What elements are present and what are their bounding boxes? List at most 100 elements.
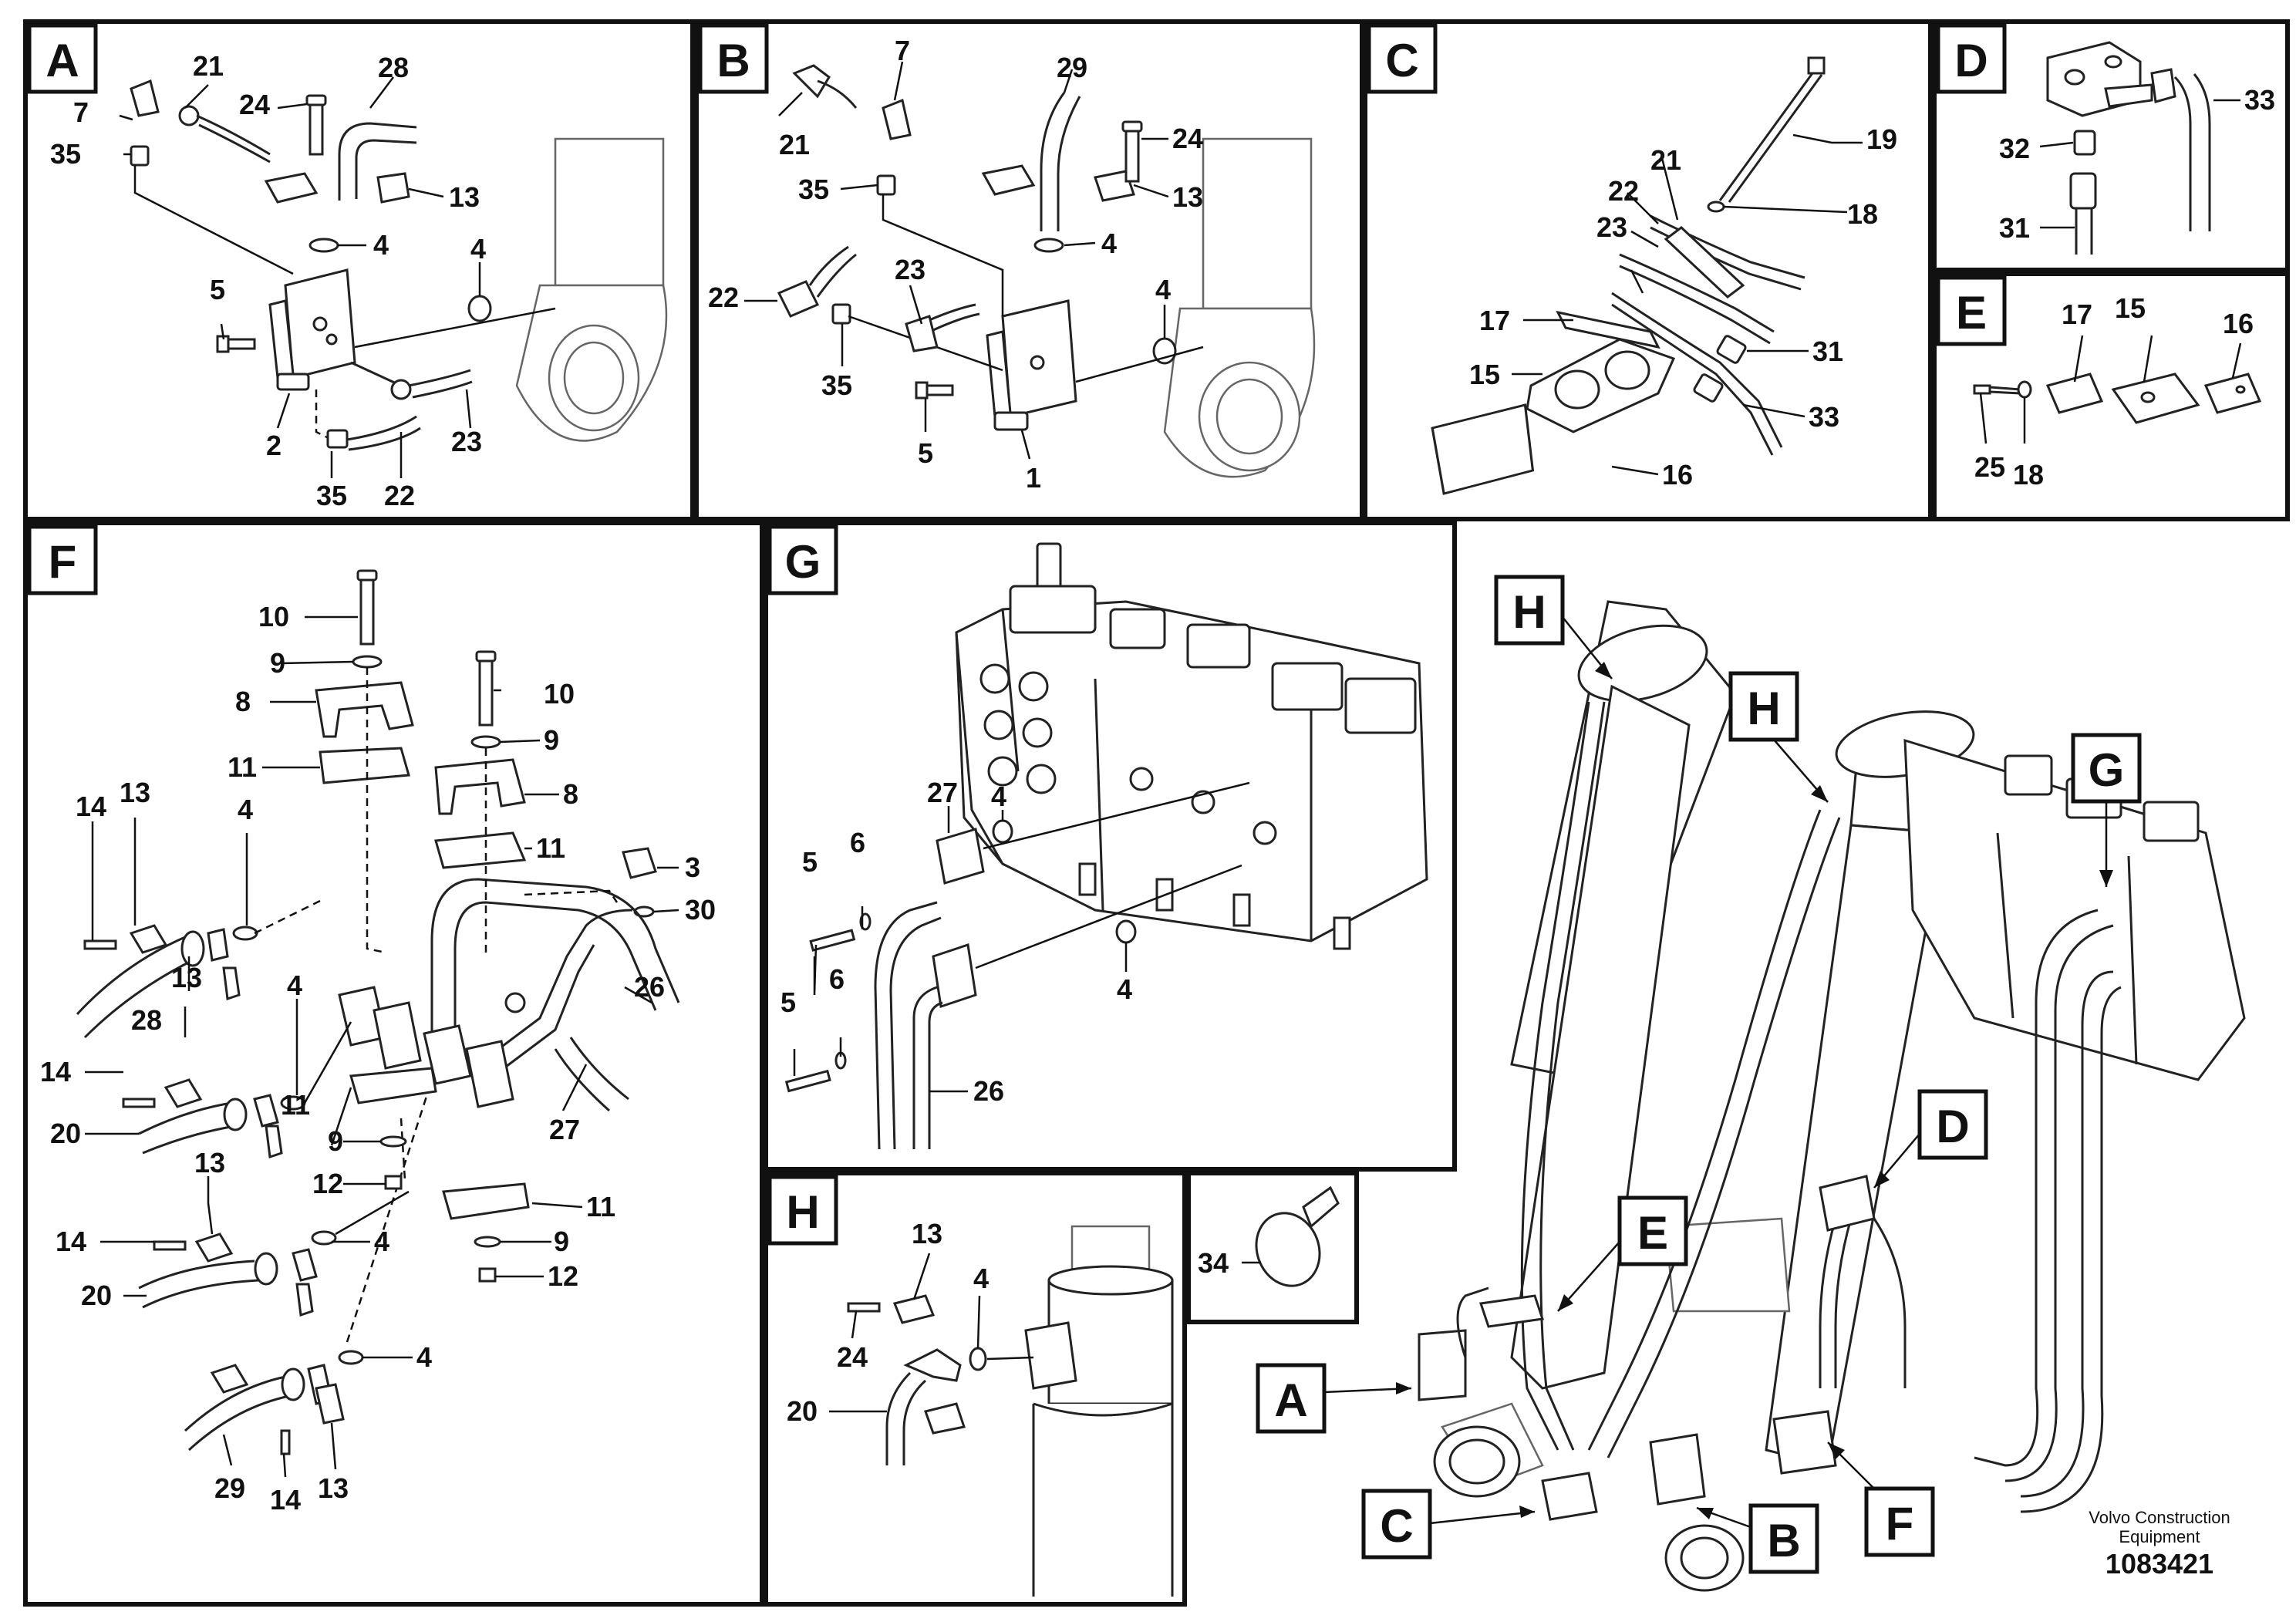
callout: 22	[384, 480, 415, 511]
callout: 23	[451, 426, 482, 457]
svg-text:E: E	[1637, 1207, 1668, 1259]
callout: 23	[1596, 211, 1627, 243]
callout: 6	[850, 827, 865, 858]
callout: 15	[2115, 292, 2146, 324]
panel-a-drawing	[119, 76, 668, 478]
callout: 32	[1999, 133, 2030, 164]
panel-e-badge: E	[1936, 275, 2007, 346]
callout: 4	[287, 969, 302, 1001]
callout: 20	[50, 1118, 81, 1149]
overview-badge-a: A	[1256, 1363, 1412, 1434]
panel-g-badge: G	[767, 524, 838, 595]
callout: 4	[1117, 973, 1132, 1005]
callout: 17	[1479, 305, 1510, 336]
callout: 27	[927, 777, 958, 808]
panel-a-callouts: 7 21 28 24 35 13 4 4 5 2 35 22 23	[50, 50, 486, 511]
callout: 35	[316, 480, 347, 511]
callout: 20	[787, 1395, 818, 1427]
callout: 16	[1662, 459, 1693, 491]
svg-text:H: H	[1747, 683, 1780, 734]
panel-f-drawing	[76, 569, 680, 1478]
svg-text:F: F	[49, 536, 77, 588]
panel-f-badge: F	[27, 524, 98, 595]
callout: 24	[239, 89, 270, 120]
callout: 11	[536, 832, 565, 864]
callout: 1	[1026, 462, 1041, 494]
callout: 33	[1809, 401, 1839, 433]
callout: 29	[1057, 52, 1087, 83]
callout: 7	[895, 35, 910, 66]
callout: 13	[171, 962, 202, 993]
callout: 27	[549, 1114, 580, 1145]
callout: 4	[373, 229, 389, 261]
callout: 9	[554, 1226, 569, 1257]
svg-text:C: C	[1380, 1500, 1413, 1552]
callout: 21	[1650, 144, 1681, 176]
callout: 16	[2223, 308, 2254, 339]
svg-text:G: G	[2089, 744, 2125, 796]
overview-badge-h-left: H	[1494, 575, 1613, 679]
callout: 6	[829, 963, 845, 995]
callout: 5	[781, 986, 796, 1018]
callout: 14	[40, 1056, 71, 1088]
callout: 22	[1608, 175, 1639, 207]
panel-g-callouts: 27 4 5 6 5 6 4 26	[781, 777, 1132, 1107]
callout: 21	[193, 50, 224, 82]
callout: 7	[73, 96, 89, 128]
panel-clip-callouts: 34	[1198, 1247, 1229, 1279]
callout: 35	[50, 138, 81, 170]
svg-text:B: B	[716, 35, 750, 86]
callout: 13	[194, 1147, 225, 1179]
panel-b-drawing	[744, 61, 1316, 478]
panel-c-badge: C	[1367, 23, 1438, 94]
overview-badge-g: G	[2071, 733, 2142, 887]
svg-text:A: A	[46, 35, 79, 86]
panel-b-callouts: 7 29 21 24 35 13 4 4 22 23 35 5 1	[708, 35, 1203, 494]
callout: 28	[378, 52, 409, 83]
panel-h-drawing	[829, 1225, 1174, 1597]
callout: 13	[120, 777, 150, 808]
callout: 4	[1101, 228, 1117, 259]
callout: 11	[281, 1089, 310, 1121]
panel-c-callouts: 19 21 18 22 23 17 31 15 33 16	[1469, 123, 1897, 491]
svg-text:E: E	[1956, 287, 1987, 339]
svg-text:H: H	[786, 1186, 819, 1238]
callout: 11	[586, 1191, 615, 1222]
panel-h-badge: H	[767, 1175, 838, 1246]
overview-drawing	[1418, 600, 2246, 1592]
callout: 11	[228, 751, 257, 783]
callout: 25	[1974, 451, 2005, 483]
callout: 26	[634, 971, 665, 1003]
callout: 15	[1469, 359, 1500, 390]
callout: 3	[685, 851, 700, 883]
callout: 5	[918, 437, 933, 469]
callout: 4	[416, 1341, 432, 1373]
overview-badge-c: C	[1361, 1489, 1536, 1560]
callout: 31	[1999, 212, 2030, 244]
callout: 26	[973, 1075, 1004, 1107]
overview-badge-e: E	[1557, 1195, 1688, 1312]
panel-e-callouts: 17 15 16 25 18	[1974, 292, 2254, 491]
callout: 9	[270, 647, 285, 679]
callout: 4	[1155, 274, 1171, 305]
callout: 4	[374, 1226, 389, 1257]
panel-e-drawing	[1973, 335, 2262, 444]
drawing-number: 1083421	[2106, 1548, 2213, 1580]
callout: 28	[131, 1004, 162, 1036]
callout: 35	[798, 174, 829, 205]
callout: 19	[1866, 123, 1897, 155]
callout: 14	[270, 1484, 301, 1516]
callout: 4	[470, 233, 486, 265]
svg-text:D: D	[1936, 1101, 1969, 1152]
company-name-line1: Volvo Construction	[2089, 1508, 2230, 1527]
callout: 14	[56, 1226, 86, 1257]
company-name-line2: Equipment	[2119, 1527, 2200, 1546]
callout: 24	[1172, 123, 1203, 154]
callout: 18	[2013, 459, 2044, 491]
overview-badge-f: F	[1827, 1442, 1935, 1557]
panel-clip-drawing	[1242, 1185, 1340, 1287]
panel-d-callouts: 33 32 31	[1999, 84, 2275, 244]
callout: 10	[544, 678, 575, 710]
callout: 13	[318, 1472, 349, 1504]
